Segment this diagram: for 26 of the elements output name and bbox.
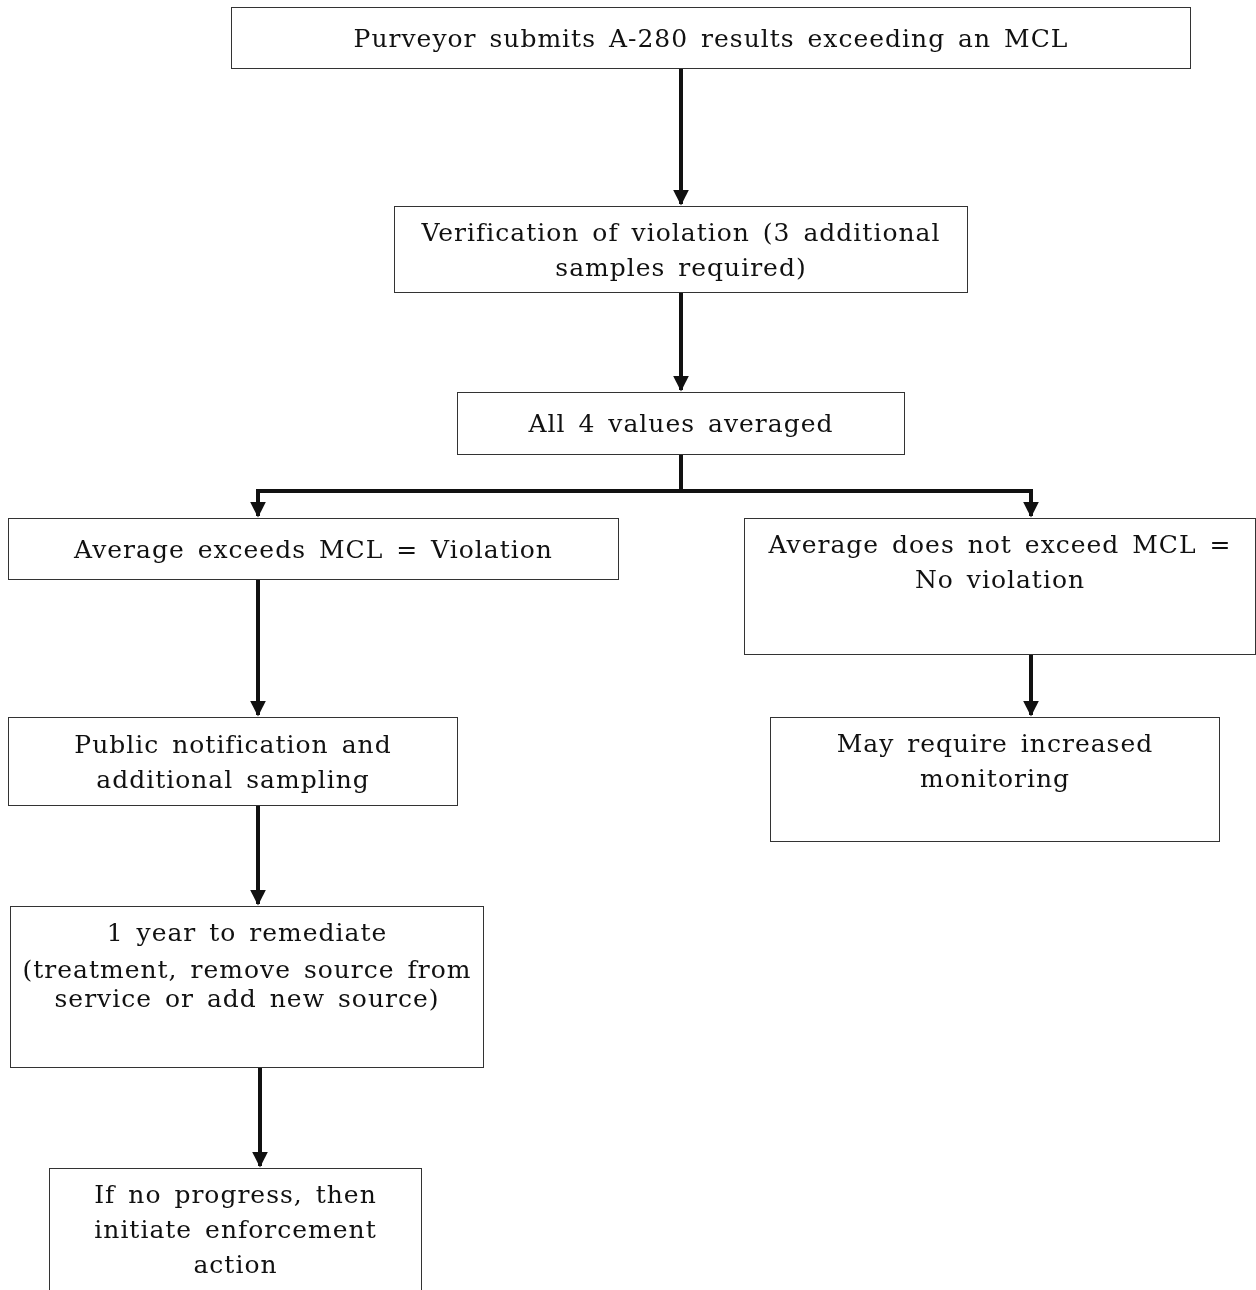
arrow bbox=[252, 1068, 268, 1168]
process-box bbox=[770, 717, 1220, 842]
box-text: May require increased monitoring bbox=[835, 728, 1155, 795]
box-text: Verification of violation (3 additional samples required) bbox=[420, 216, 942, 284]
process-box bbox=[8, 717, 458, 806]
box-text: Average exceeds MCL = Violation bbox=[74, 533, 553, 566]
box-text: Average does not exceed MCL = No violation bbox=[767, 529, 1233, 596]
arrow bbox=[1023, 655, 1039, 717]
arrow bbox=[250, 806, 266, 906]
box-text: If no progress, then initiate enforcement action bbox=[93, 1179, 378, 1281]
process-box bbox=[231, 7, 1191, 69]
box-text: Purveyor submits A-280 results exceeding an MCL bbox=[353, 22, 1069, 55]
process-box bbox=[10, 906, 484, 1068]
arrow bbox=[673, 293, 689, 392]
process-box bbox=[744, 518, 1256, 655]
process-box bbox=[394, 206, 968, 293]
box-text: All 4 values averaged bbox=[528, 408, 834, 440]
process-box bbox=[457, 392, 905, 455]
arrow bbox=[679, 455, 1039, 518]
process-box bbox=[49, 1168, 422, 1290]
arrow bbox=[250, 580, 266, 717]
box-text: 1 year to remediate bbox=[106, 917, 388, 949]
box-text: (treatment, remove source from service or add new source) bbox=[21, 956, 473, 1014]
box-text: Public notification and additional sampling bbox=[73, 728, 393, 796]
arrow bbox=[673, 69, 689, 206]
process-box bbox=[8, 518, 619, 580]
